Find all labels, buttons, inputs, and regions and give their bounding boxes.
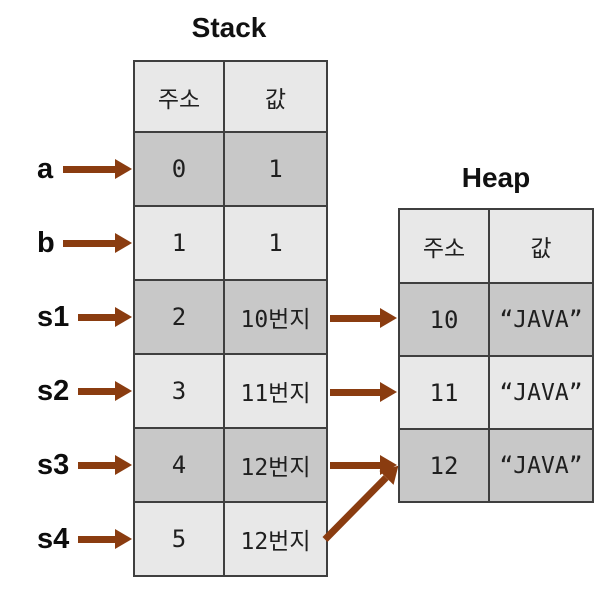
heap-row-12-value: “JAVA” <box>490 430 592 501</box>
variable-label-a: a <box>37 153 54 185</box>
stack-header-address: 주소 <box>135 62 223 131</box>
heap-row-10-address: 10 <box>400 284 488 355</box>
stack-row-3-value: 11번지 <box>225 355 326 427</box>
stack-row-0-value: 1 <box>225 133 326 205</box>
stack-row-1-value: 1 <box>225 207 326 279</box>
variable-label-s2: s2 <box>37 375 70 407</box>
stack-row-5-address: 5 <box>135 503 223 575</box>
heap-header-value: 값 <box>490 210 592 282</box>
arrow-s3-to-stack-4-icon <box>78 461 115 469</box>
stack-row-0-address: 0 <box>135 133 223 205</box>
stack-row-3-address: 3 <box>135 355 223 427</box>
arrow-stack-3-to-heap-11-icon <box>330 388 380 396</box>
stack-header-value: 값 <box>225 62 326 131</box>
arrow-stack-4-to-heap-12-icon <box>330 461 380 469</box>
stack-row-2-address: 2 <box>135 281 223 353</box>
stack-row-4-address: 4 <box>135 429 223 501</box>
heap-table: 주소 값 10 “JAVA” 11 “JAVA” 12 “JAVA” <box>398 208 594 503</box>
heap-row-10-value: “JAVA” <box>490 284 592 355</box>
variable-label-s3: s3 <box>37 449 70 481</box>
stack-row-1-address: 1 <box>135 207 223 279</box>
variable-label-b: b <box>37 227 55 259</box>
heap-header-address: 주소 <box>400 210 488 282</box>
heap-title: Heap <box>461 162 531 193</box>
arrow-b-to-stack-1-icon <box>63 239 115 247</box>
arrow-s1-to-stack-2-icon <box>78 313 115 321</box>
arrow-stack-2-to-heap-10-icon <box>330 314 380 322</box>
arrow-s2-to-stack-3-icon <box>78 387 115 395</box>
arrow-stack-5-to-heap-12-icon <box>322 474 389 542</box>
stack-row-2-value: 10번지 <box>225 281 326 353</box>
stack-table: 주소 값 0 1 1 1 2 10번지 3 11번지 4 12번지 5 12번지 <box>133 60 328 577</box>
heap-row-11-value: “JAVA” <box>490 357 592 428</box>
stack-title: Stack <box>191 12 267 43</box>
variable-label-s1: s1 <box>37 301 70 333</box>
stack-row-4-value: 12번지 <box>225 429 326 501</box>
arrow-s4-to-stack-5-icon <box>78 535 115 543</box>
heap-row-12-address: 12 <box>400 430 488 501</box>
variable-label-s4: s4 <box>37 523 70 555</box>
arrow-a-to-stack-0-icon <box>63 165 115 173</box>
heap-row-11-address: 11 <box>400 357 488 428</box>
stack-row-5-value: 12번지 <box>225 503 326 575</box>
